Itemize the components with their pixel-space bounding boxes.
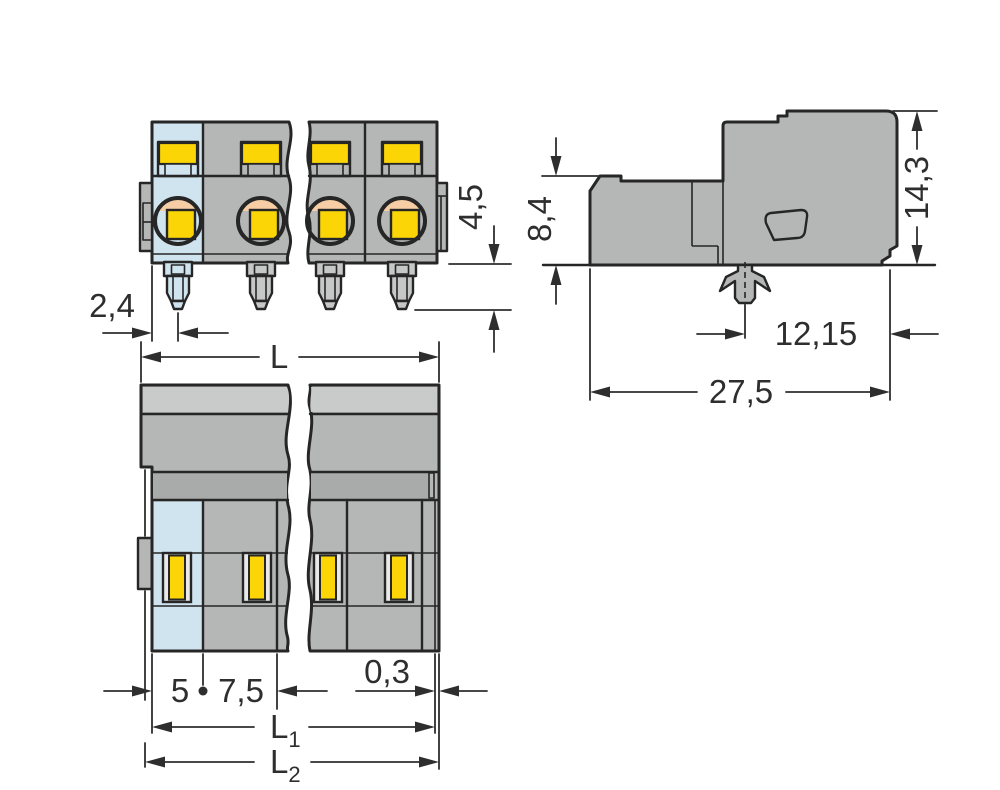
cover-band [143, 387, 290, 412]
front-view: 2,4 4,5 [89, 120, 512, 353]
dim-8-4: 8,4 [521, 137, 602, 305]
wire-entry-port-2 [236, 196, 286, 246]
dim-2-4-label: 2,4 [89, 287, 135, 324]
contact-slot-2 [241, 551, 273, 604]
dim-7-5-label: 7,5 [218, 672, 264, 709]
wire-entry-port-4 [377, 196, 427, 246]
dim-4-5-label: 4,5 [452, 184, 489, 230]
dim-27-5-label: 27,5 [709, 373, 773, 410]
top-view: L 5 7,5 0,3 [103, 338, 488, 787]
dim-L2: L2 [144, 469, 439, 787]
dim-0-3-label: 0,3 [364, 653, 410, 690]
dim-5-label: 5 [171, 672, 189, 709]
dim-L1: L1 [152, 708, 435, 752]
wire-entry-port-1 [153, 196, 203, 246]
solder-pin-1 [162, 260, 194, 311]
side-profile-body [588, 109, 899, 267]
left-mounting-flange [138, 181, 154, 253]
cover-band [310, 387, 437, 412]
dim-4-5: 4,5 [414, 184, 512, 353]
solder-pin-2 [245, 260, 277, 311]
pusher-slot-2 [239, 140, 283, 178]
solder-pin-4 [386, 260, 418, 311]
solder-pin-3 [314, 260, 346, 311]
snap-in-foot [718, 262, 772, 339]
collar-band [153, 473, 287, 499]
pusher-slot-3 [308, 140, 352, 178]
contact-slot-4 [383, 551, 415, 604]
pole-center-dot [198, 686, 208, 696]
dim-L-label: L [270, 338, 288, 375]
top-body-right [306, 383, 441, 653]
side-view: 8,4 14,3 12,15 27,5 [521, 109, 939, 410]
dim-12-15: 12,15 [696, 269, 939, 401]
dim-L2-label: L2 [270, 743, 301, 787]
dim-0-3: 0,3 [355, 653, 488, 770]
dim-L: L [140, 338, 440, 383]
collar-band [311, 473, 428, 499]
dim-2-4: 2,4 [89, 265, 229, 342]
dim-14-3: 14,3 [892, 110, 938, 265]
dim-L1-label: L1 [270, 708, 301, 752]
contact-slot-1 [161, 551, 193, 604]
dim-5-and-7-5: 5 7,5 [103, 653, 328, 734]
wire-entry-port-3 [305, 196, 355, 246]
latch-window [764, 208, 809, 242]
right-mounting-flange [435, 181, 449, 253]
dim-8-4-label: 8,4 [521, 196, 558, 242]
pusher-slot-1 [156, 140, 200, 178]
pusher-slot-4 [380, 140, 424, 178]
dim-12-15-label: 12,15 [775, 315, 858, 352]
dim-14-3-label: 14,3 [898, 156, 935, 220]
contact-slot-3 [312, 551, 344, 604]
dim-27-5: 27,5 [589, 268, 890, 410]
